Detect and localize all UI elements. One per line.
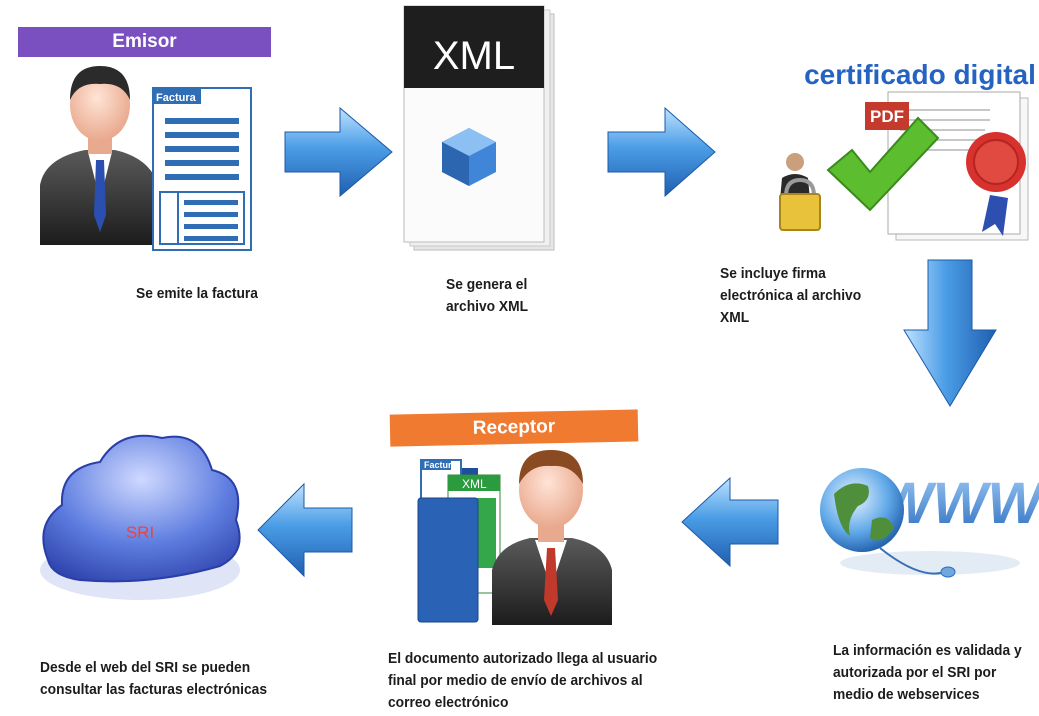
flow-arrow-left-2 [257,482,353,578]
certificado-digital-title: certificado digital [804,59,1036,90]
firma-caption-line-3: XML [720,309,750,326]
validation-caption-line-2: autorizada por el SRI por [833,664,997,681]
sri-cloud-caption: Desde el web del SRI se pueden consultar… [40,657,267,701]
seal-ribbon-icon [966,132,1026,236]
emisor-caption-line: Se emite la factura [136,285,258,302]
xml-document-icon [403,5,555,251]
padlock-person-icon [779,153,821,231]
emisor-person-icon [40,66,158,245]
receptor-banner-text: Receptor [472,416,556,439]
sri-validation-caption: La información es validada y autorizada … [833,640,1022,706]
sri-cloud-icon [40,434,241,600]
receptor-factura-label: Factura [424,460,458,470]
emisor-banner: Emisor [18,27,271,57]
flow-arrow-down [903,259,997,407]
firma-caption-line-2: electrónica al archivo [720,287,862,304]
factura-document-icon [152,87,252,251]
validation-caption-line-3: medio de webservices [833,686,980,703]
sri-cloud-label: SRI [126,523,154,542]
receptor-caption-line-2: final por medio de envío de archivos al [388,672,643,689]
www-label: WWW [878,471,1039,536]
emisor-banner-text: Emisor [112,31,177,52]
firma-caption-line-1: Se incluye firma [720,265,826,282]
www-globe-icon: WWW [820,468,1039,578]
cloud-caption-line-1: Desde el web del SRI se pueden [40,659,251,676]
receptor-banner: Receptor [389,409,639,447]
validation-caption-line-1: La información es validada y [833,642,1022,659]
xml-step-caption: Se genera el archivo XML [446,274,528,318]
pdf-badge-icon [865,102,909,130]
receptor-xml-label: XML [462,477,487,491]
firma-step-caption: Se incluye firma electrónica al archivo … [720,263,861,329]
folder-documents-icon [417,459,501,623]
pdf-label: PDF [870,107,904,126]
xml-doc-label: XML [433,34,515,78]
flow-arrow-left-1 [681,476,779,568]
factura-doc-label: Factura [156,92,197,104]
xml-caption-line-2: archivo XML [446,298,529,315]
emisor-caption: Se emite la factura [136,283,258,305]
cloud-caption-line-2: consultar las facturas electrónicas [40,681,268,698]
checkmark-icon [826,116,940,212]
receptor-person-icon [492,450,612,625]
flow-arrow-2 [607,106,716,198]
receptor-caption-line-3: correo electrónico [388,694,509,711]
flow-arrow-1 [284,106,393,198]
receptor-caption-line-1: El documento autorizado llega al usuario [388,650,658,667]
receptor-caption: El documento autorizado llega al usuario… [388,648,657,714]
xml-caption-line-1: Se genera el [446,276,528,293]
